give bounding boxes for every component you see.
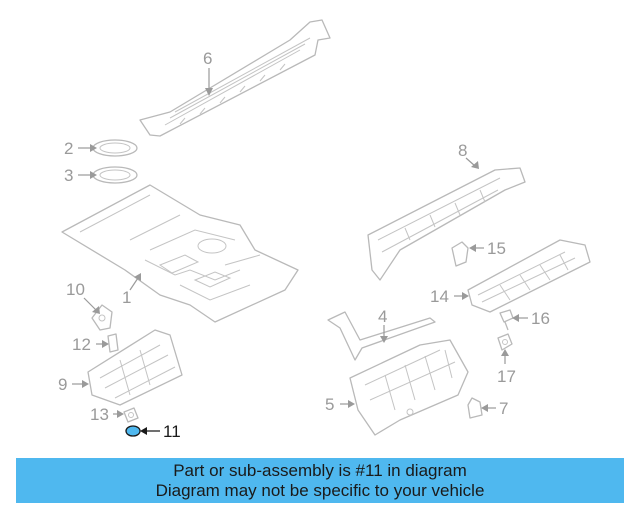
part-1-floor-pan — [61, 184, 299, 323]
callout-6: 6 — [203, 49, 212, 68]
callout-1: 1 — [122, 288, 131, 307]
callout-8: 8 — [458, 141, 467, 160]
part-7-bracket — [467, 397, 483, 419]
callout-12: 12 — [72, 335, 91, 354]
callout-9: 9 — [58, 375, 67, 394]
callout-3: 3 — [64, 166, 73, 185]
leader-lines — [72, 68, 528, 435]
callout-5: 5 — [325, 395, 334, 414]
callout-16: 16 — [531, 309, 550, 328]
callout-labels: 6 2 3 1 10 12 9 13 11 8 15 14 16 17 4 5 … — [58, 49, 550, 441]
banner-line-1: Part or sub-assembly is #11 in diagram — [173, 460, 467, 480]
callout-10: 10 — [66, 280, 85, 299]
parts-diagram: 6 2 3 1 10 12 9 13 11 8 15 14 16 17 4 5 … — [58, 19, 591, 441]
info-banner: Part or sub-assembly is #11 in diagram D… — [16, 458, 624, 503]
callout-14: 14 — [430, 287, 449, 306]
part-5-floor-section — [349, 339, 469, 436]
callout-11: 11 — [163, 422, 181, 441]
part-9-support — [87, 329, 183, 406]
callout-13: 13 — [90, 405, 109, 424]
part-12-stud — [107, 333, 119, 353]
part-13-fastener — [123, 407, 139, 423]
callout-7: 7 — [499, 399, 508, 418]
part-8-rail — [367, 167, 526, 281]
part-6-sill-panel — [139, 19, 331, 137]
callout-15: 15 — [487, 239, 506, 258]
callout-2: 2 — [64, 139, 73, 158]
part-11-highlighted — [125, 425, 141, 437]
callout-17: 17 — [497, 367, 516, 386]
part-16-bolt — [499, 309, 514, 331]
callout-4: 4 — [378, 307, 387, 326]
part-14-step — [467, 239, 591, 313]
part-15-bracket — [451, 241, 469, 267]
part-10-clip — [91, 304, 113, 331]
banner-line-2: Diagram may not be specific to your vehi… — [155, 480, 485, 500]
part-2-plug — [92, 139, 138, 157]
part-3-plug — [92, 166, 138, 184]
part-17-fastener — [497, 333, 513, 351]
